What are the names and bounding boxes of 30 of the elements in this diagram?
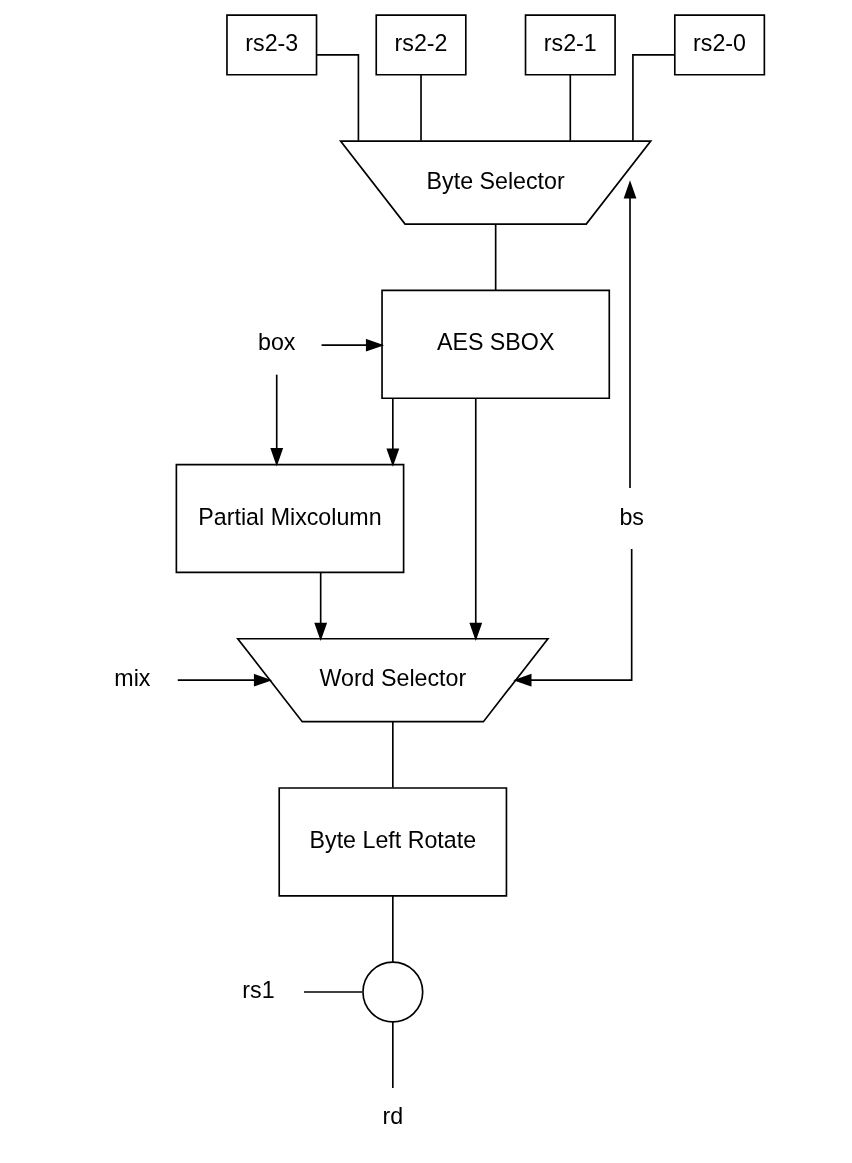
node-box: rs2-0 — [673, 14, 766, 76]
node-text: box — [258, 329, 296, 356]
connector — [569, 73, 572, 142]
node-box: rs2-3 — [226, 14, 318, 76]
node-box: rs2-1 — [524, 14, 616, 76]
node-box: Byte Left Rotate — [278, 787, 508, 897]
connector — [632, 54, 676, 142]
node-text: mix — [114, 665, 151, 692]
connector — [303, 991, 363, 993]
arrow — [513, 548, 633, 687]
connector — [392, 1021, 394, 1089]
arrow — [270, 373, 284, 467]
arrow — [176, 673, 273, 687]
connector — [494, 223, 497, 291]
connector — [392, 895, 394, 963]
node-box: Partial Mixcolumn — [175, 463, 405, 574]
arrow — [320, 338, 385, 352]
node-circle — [362, 961, 424, 1023]
connector — [392, 721, 394, 789]
node-box: rs2-2 — [375, 14, 467, 76]
connector — [420, 73, 422, 142]
node-text: bs — [619, 503, 644, 530]
node-text: rd — [382, 1103, 404, 1130]
node-box: AES SBOX — [381, 289, 611, 400]
connector — [315, 54, 360, 142]
arrow — [386, 397, 400, 467]
arrow — [469, 397, 483, 642]
arrow — [314, 571, 328, 642]
arrow — [623, 180, 637, 489]
node-text: rs1 — [242, 977, 275, 1004]
